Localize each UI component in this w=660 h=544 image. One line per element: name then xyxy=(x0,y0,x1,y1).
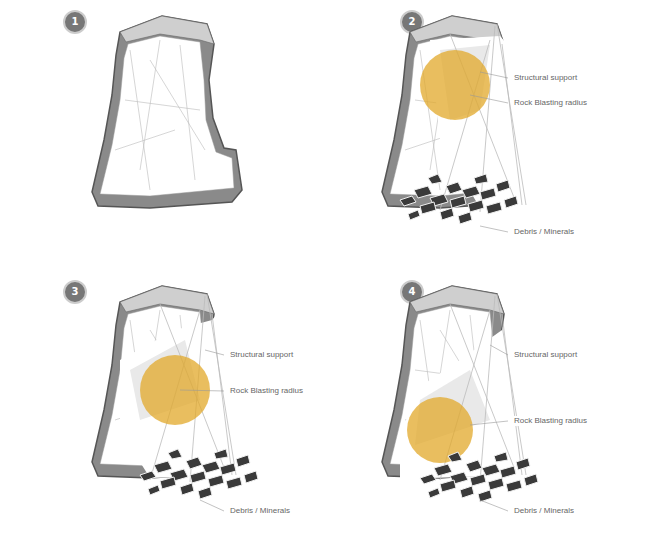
callout-number: 4 xyxy=(409,286,416,298)
part-label: Debris / Minerals xyxy=(228,506,292,516)
part-label: Rock Blasting radius xyxy=(228,386,305,396)
part-label: Structural support xyxy=(512,350,579,360)
callout-number: 3 xyxy=(72,286,79,298)
part-label: Structural support xyxy=(228,350,295,360)
callout-number: 2 xyxy=(409,16,416,28)
callout-number: 1 xyxy=(72,16,79,28)
part-label: Debris / Minerals xyxy=(512,506,576,516)
part-label: Debris / Minerals xyxy=(512,227,576,237)
part-label: Rock Blasting radius xyxy=(512,416,589,426)
part-label: Structural support xyxy=(512,73,579,83)
leader-lines xyxy=(180,72,508,511)
part-label: Rock Blasting radius xyxy=(512,98,589,108)
